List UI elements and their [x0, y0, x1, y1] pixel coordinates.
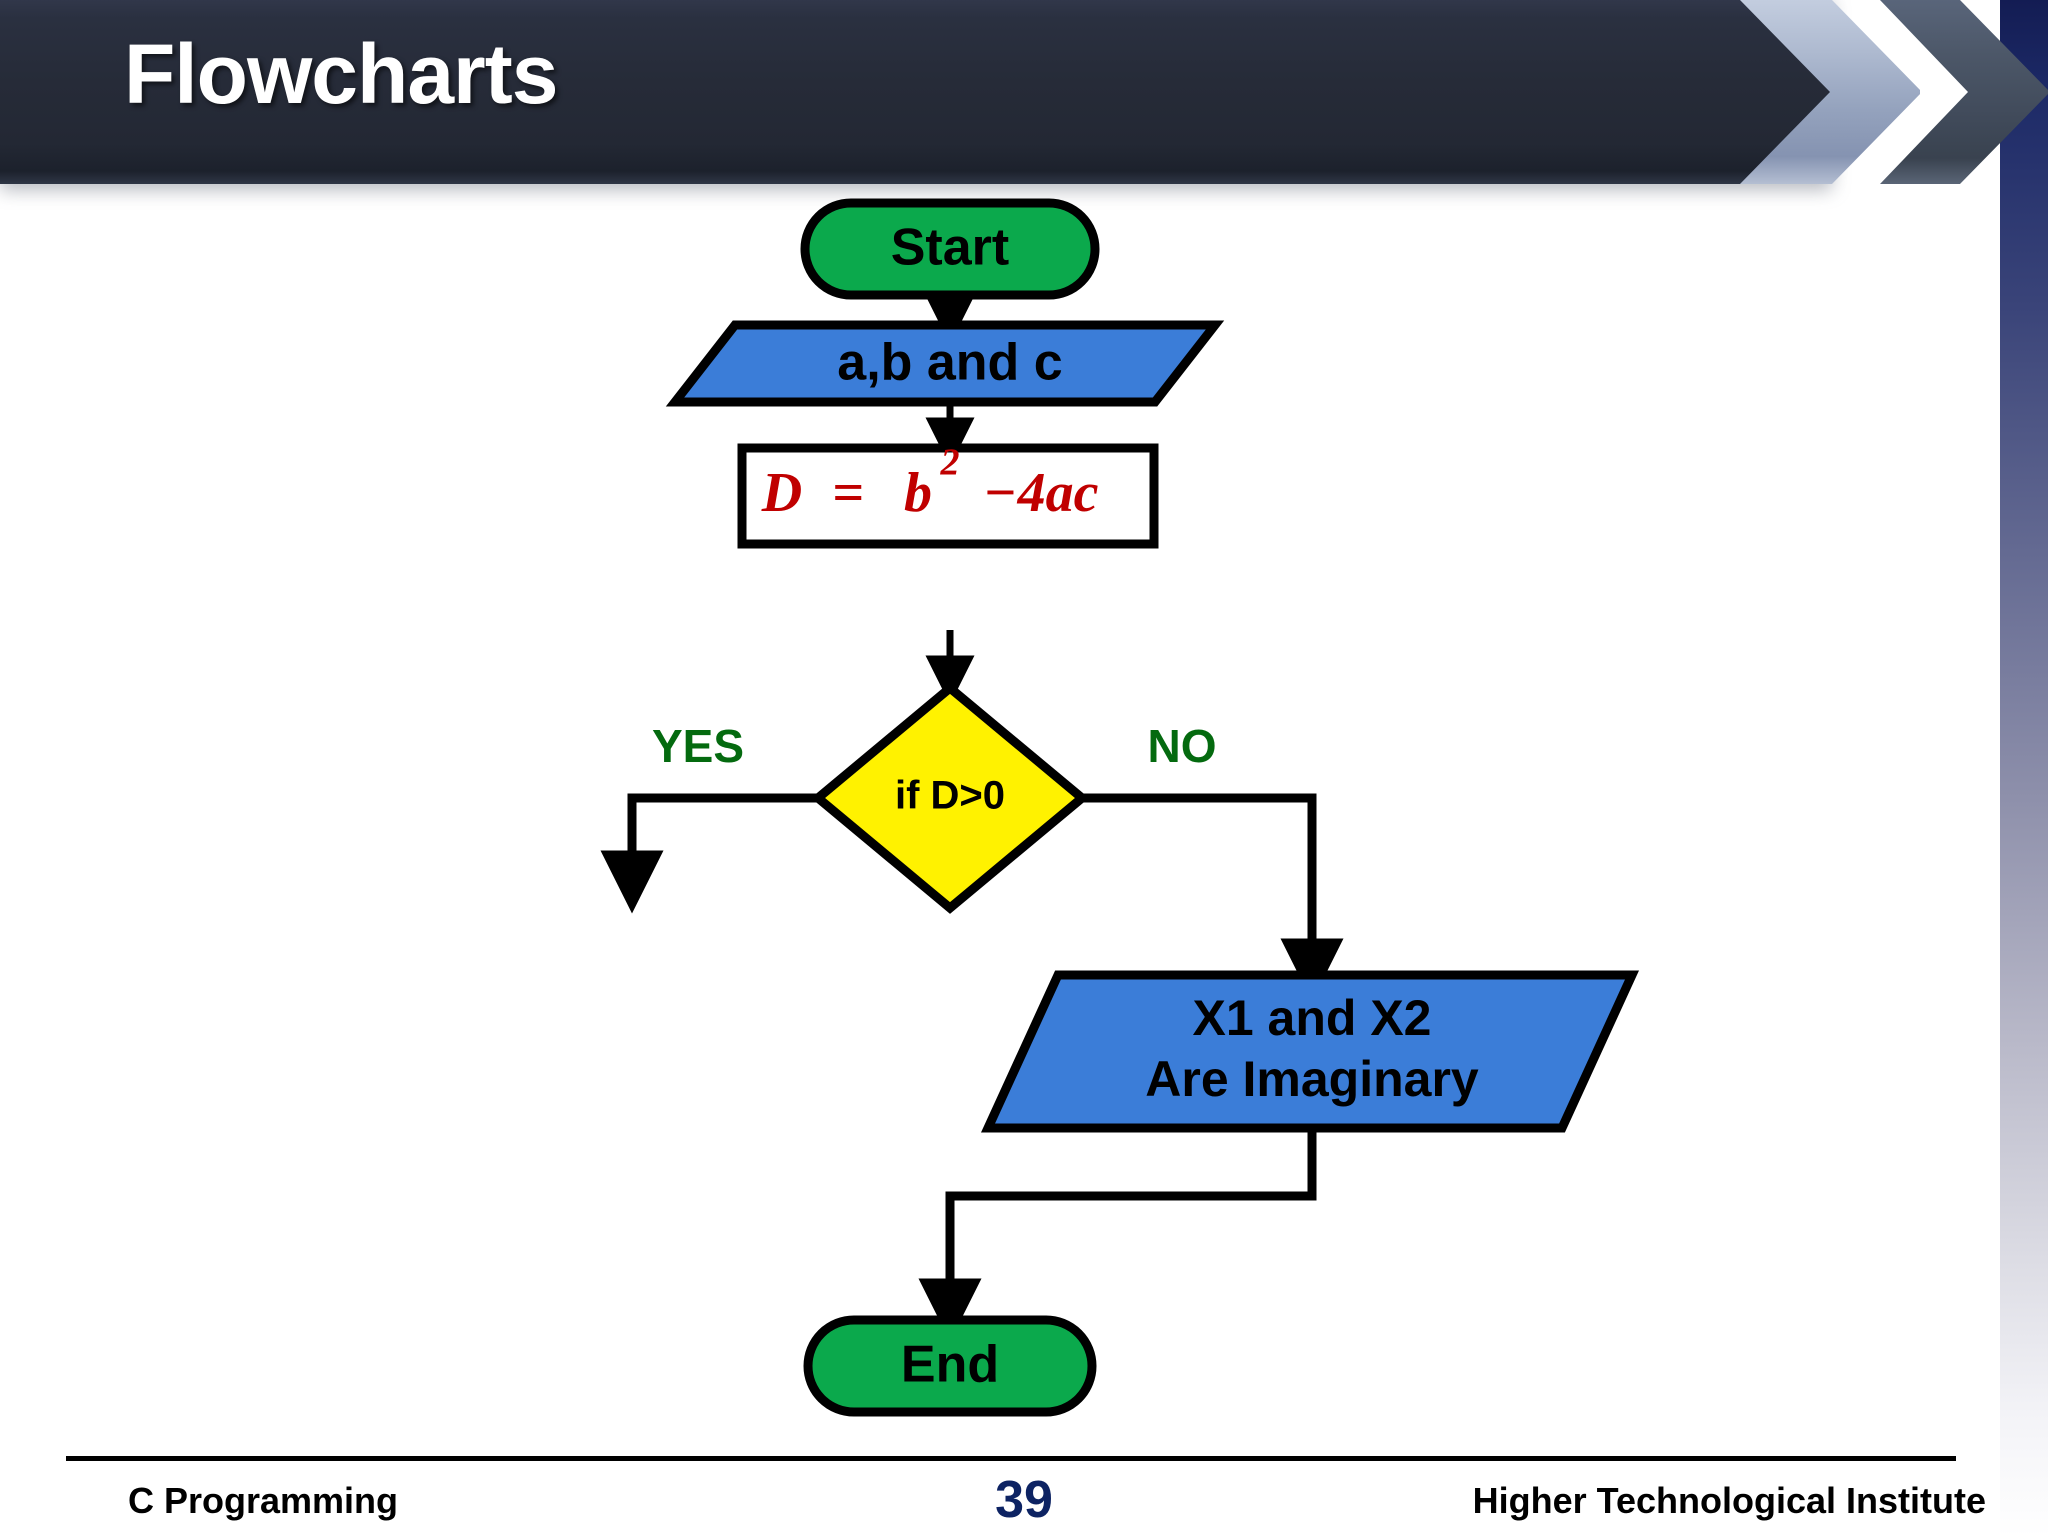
slide-header: Flowcharts — [0, 0, 2048, 210]
imaginary-label-line1: X1 and X2 — [1193, 990, 1432, 1046]
node-start[interactable]: Start — [800, 198, 1100, 300]
process-shape — [737, 443, 1159, 549]
end-shape — [803, 1315, 1097, 1417]
footer-divider — [66, 1456, 1956, 1461]
formula-b: b — [904, 462, 932, 524]
imaginary-label-line2: Are Imaginary — [1145, 1051, 1479, 1107]
formula-exponent: 2 — [940, 442, 960, 484]
start-label: Start — [891, 219, 1009, 277]
node-imaginary[interactable]: X1 and X2 Are Imaginary — [980, 970, 1640, 1133]
edge-decision-no — [1082, 793, 1344, 1002]
header-bar — [0, 0, 1840, 184]
node-decision[interactable]: if D>0 — [810, 682, 1090, 914]
end-label: End — [901, 1336, 999, 1394]
formula-4ac: 4ac — [1017, 462, 1099, 524]
edge-decision-yes — [600, 793, 818, 914]
page-title: Flowcharts — [124, 27, 558, 121]
node-input[interactable]: a,b and c — [665, 320, 1225, 407]
input-label: a,b and c — [837, 334, 1062, 392]
footer-course-label: C Programming — [128, 1480, 399, 1521]
formula-minus: − — [983, 462, 1017, 524]
input-shape — [665, 320, 1225, 407]
start-shape — [800, 198, 1100, 300]
edge-label-yes: YES — [652, 720, 744, 772]
footer-institute-label: Higher Technological Institute — [1472, 1480, 1986, 1521]
slide-footer: C Programming 39 Higher Technological In… — [0, 1470, 2048, 1536]
formula-equals: = — [832, 462, 864, 524]
formula-d: D — [761, 462, 802, 524]
imaginary-shape — [980, 970, 1640, 1133]
edge-label-no: NO — [1148, 720, 1217, 772]
node-end[interactable]: End — [803, 1315, 1097, 1417]
right-gradient-band — [2000, 0, 2048, 1536]
flowchart: Start a,b and c D = b 2 − 4ac if D>0 YES… — [600, 198, 1640, 1417]
decision-label: if D>0 — [895, 774, 1005, 818]
decision-shape — [810, 682, 1090, 914]
edge-imaginary-to-end — [918, 1128, 1317, 1342]
node-process[interactable]: D = b 2 − 4ac — [737, 442, 1159, 549]
page-number: 39 — [995, 1471, 1053, 1529]
